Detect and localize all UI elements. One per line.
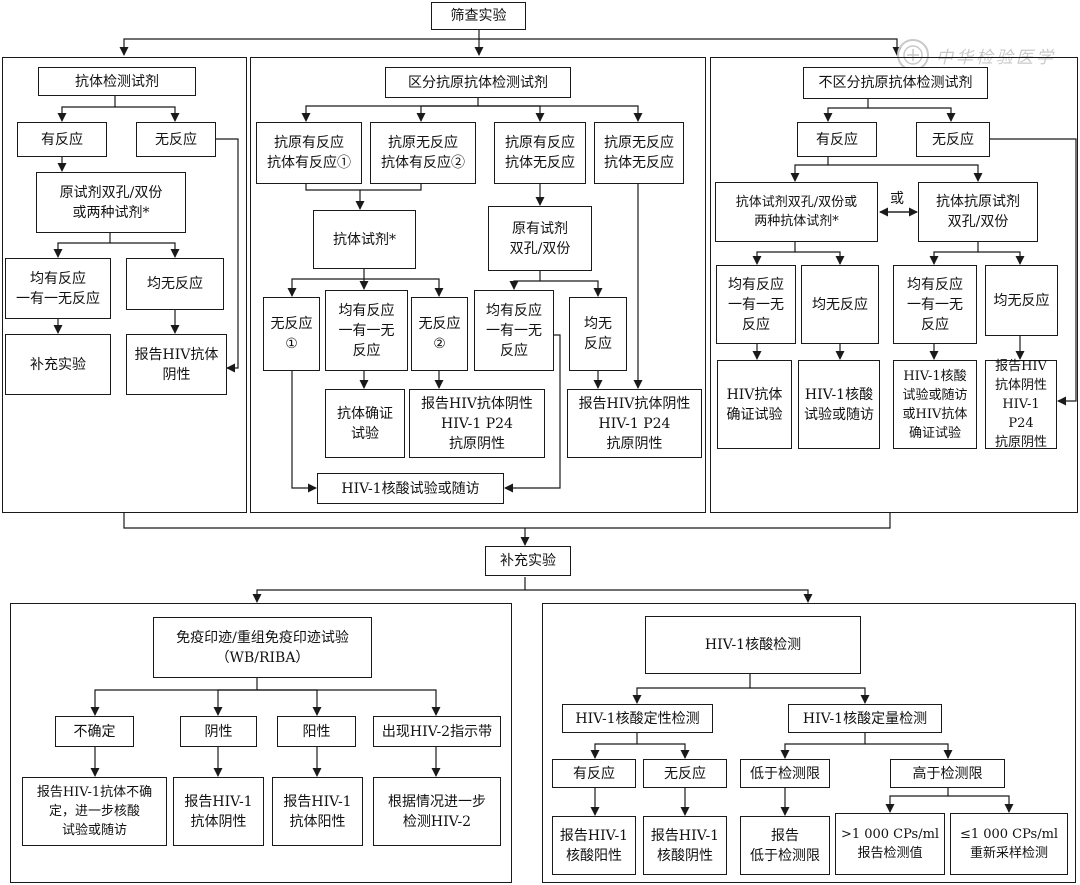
middle-report-negative-2-box: 报告HIV抗体阴性 HIV-1 P24 抗原阴性: [567, 389, 702, 458]
indeterminate-box: 不确定: [55, 716, 134, 747]
wb-panel: [10, 603, 512, 883]
right-none-b-box: 均无反应: [985, 265, 1058, 336]
ag-pos-ab-pos-box: 抗原有反应 抗体有反应①: [256, 122, 362, 184]
left-supplement-box: 补充实验: [5, 334, 111, 395]
agab-reagent-double-box: 抗体抗原试剂 双孔/双份: [918, 182, 1038, 242]
report-nat-negative-box: 报告HIV-1 核酸阴性: [643, 816, 727, 875]
ag-pos-ab-neg-box: 抗原有反应 抗体无反应: [494, 122, 586, 184]
middle-both-one-box: 均有反应 一有一无 反应: [325, 290, 408, 371]
nat-reactive-box: 有反应: [552, 759, 636, 788]
positive-box: 阳性: [277, 716, 356, 747]
ag-neg-ab-pos-box: 抗原无反应 抗体有反应②: [370, 122, 476, 184]
report-antibody-negative-box: 报告HIV-1 抗体阴性: [173, 777, 264, 846]
right-both-one-b-box: 均有反应 一有一无 反应: [893, 265, 977, 344]
nat-followup-or-confirm-box: HIV-1核酸 试验或随访 或HIV抗体 确证试验: [893, 360, 977, 449]
middle-report-negative-1-box: 报告HIV抗体阴性 HIV-1 P24 抗原阴性: [409, 389, 545, 458]
left-nonreactive-box: 无反应: [136, 122, 216, 157]
original-reagent-retest-box: 原有试剂 双孔/双份: [488, 206, 592, 271]
distinguish-agab-reagent-box: 区分抗原抗体检测试剂: [385, 67, 571, 98]
antibody-reagent-retest-box: 抗体试剂*: [313, 210, 416, 269]
nat-panel: [542, 603, 1076, 883]
below-detection-limit-box: 低于检测限: [740, 759, 830, 788]
report-indeterminate-box: 报告HIV-1抗体不确 定，进一步核酸 试验或随访: [22, 777, 167, 846]
gt-1000-copies-box: >1 000 CPs/ml 报告检测值: [835, 813, 945, 875]
ag-neg-ab-neg-box: 抗原无反应 抗体无反应: [594, 122, 684, 184]
nat-quantitative-box: HIV-1核酸定量检测: [788, 704, 942, 733]
right-both-one-a-box: 均有反应 一有一无 反应: [716, 265, 796, 344]
supplementary-test-box: 补充实验: [485, 546, 571, 576]
left-retest-box: 原试剂双孔/双份 或两种试剂*: [36, 172, 186, 233]
antibody-reagent-box: 抗体检测试剂: [38, 67, 196, 96]
hiv1-nat-or-followup-box: HIV-1核酸试验或随访: [317, 473, 504, 504]
right-none-a-box: 均无反应: [801, 265, 879, 344]
right-report-negative-box: 报告HIV 抗体阴性 HIV-1 P24 抗原阴性: [985, 359, 1057, 450]
wb-riba-test-box: 免疫印迹/重组免疫印迹试验 （WB/RIBA）: [153, 617, 372, 678]
hiv-antibody-confirm-box: HIV抗体 确证试验: [717, 360, 792, 449]
antibody-confirm-test-box: 抗体确证 试验: [325, 389, 405, 458]
middle-none-2-box: 无反应 ②: [411, 297, 468, 371]
report-antibody-positive-box: 报告HIV-1 抗体阳性: [272, 777, 363, 846]
further-hiv2-test-box: 根据情况进一步 检测HIV-2: [373, 777, 501, 846]
right-nonreactive-box: 无反应: [916, 122, 990, 157]
left-panel: [2, 57, 247, 513]
middle-both-one-2-box: 均有反应 一有一无 反应: [474, 290, 554, 371]
middle-panel: [250, 57, 706, 513]
hiv1-nat-or-followup-right-box: HIV-1核酸 试验或随访: [798, 360, 880, 449]
left-reactive-box: 有反应: [17, 122, 107, 157]
middle-all-none-box: 均无 反应: [569, 297, 627, 371]
non-distinguish-agab-reagent-box: 不区分抗原抗体检测试剂: [803, 67, 988, 99]
nat-qualitative-box: HIV-1核酸定性检测: [562, 704, 713, 733]
left-report-negative-box: 报告HIV抗体 阴性: [126, 334, 227, 395]
nat-nonreactive-box: 无反应: [643, 759, 727, 788]
negative-box: 阴性: [180, 716, 257, 747]
report-below-limit-box: 报告 低于检测限: [740, 816, 830, 875]
middle-none-1-box: 无反应 ①: [263, 297, 320, 371]
hiv1-nat-box: HIV-1核酸检测: [645, 616, 861, 674]
right-panel: [710, 57, 1078, 513]
or-label: 或: [890, 191, 904, 207]
antibody-reagent-double-box: 抗体试剂双孔/双份或 两种抗体试剂*: [715, 182, 878, 242]
hiv2-band-box: 出现HIV-2指示带: [373, 716, 501, 747]
above-detection-limit-box: 高于检测限: [890, 759, 1005, 788]
screening-test-box: 筛查实验: [431, 2, 526, 30]
le-1000-copies-box: ≤1 000 CPs/ml 重新采样检测: [950, 813, 1068, 875]
right-reactive-box: 有反应: [797, 122, 877, 157]
report-nat-positive-box: 报告HIV-1 核酸阳性: [552, 816, 636, 875]
left-none-box: 均无反应: [126, 258, 224, 310]
left-both-or-one-box: 均有反应 一有一无反应: [5, 258, 111, 319]
